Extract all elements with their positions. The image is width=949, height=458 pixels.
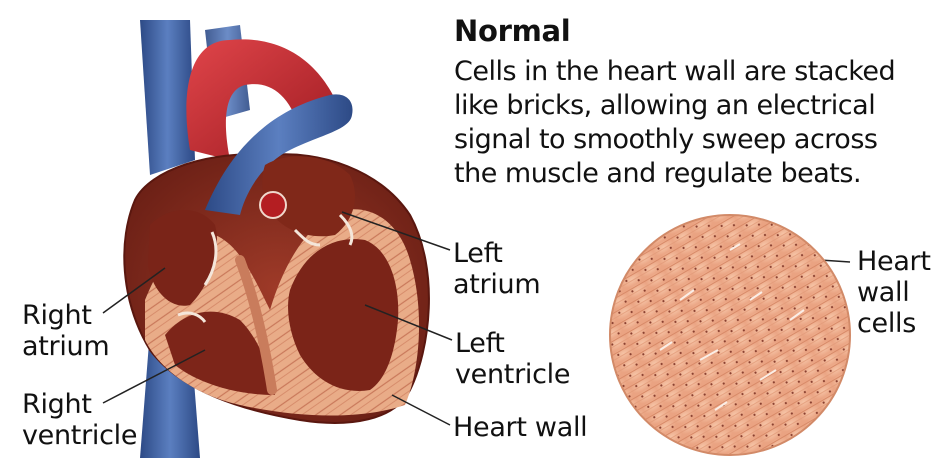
description-line: the muscle and regulate beats. (454, 157, 944, 191)
heading-normal: Normal (454, 14, 570, 48)
description-line: Cells in the heart wall are stacked (454, 55, 944, 89)
description-line: like bricks, allowing an electrical (454, 89, 944, 123)
label-right-atrium: Right atrium (22, 300, 109, 362)
superior-vena-cava (140, 20, 195, 175)
label-heart-wall-cells: Heart wall cells (857, 246, 931, 339)
heart-wall-cells-magnified (610, 215, 850, 455)
label-right-ventricle: Right ventricle (22, 389, 137, 451)
label-left-ventricle: Left ventricle (455, 328, 570, 390)
label-heart-wall: Heart wall (453, 412, 587, 443)
leader-heart-wall (392, 395, 450, 425)
label-left-atrium: Left atrium (453, 238, 540, 300)
description: Cells in the heart wall are stacked like… (454, 55, 944, 191)
aortic-opening (260, 192, 286, 218)
description-line: signal to smoothly sweep across (454, 123, 944, 157)
